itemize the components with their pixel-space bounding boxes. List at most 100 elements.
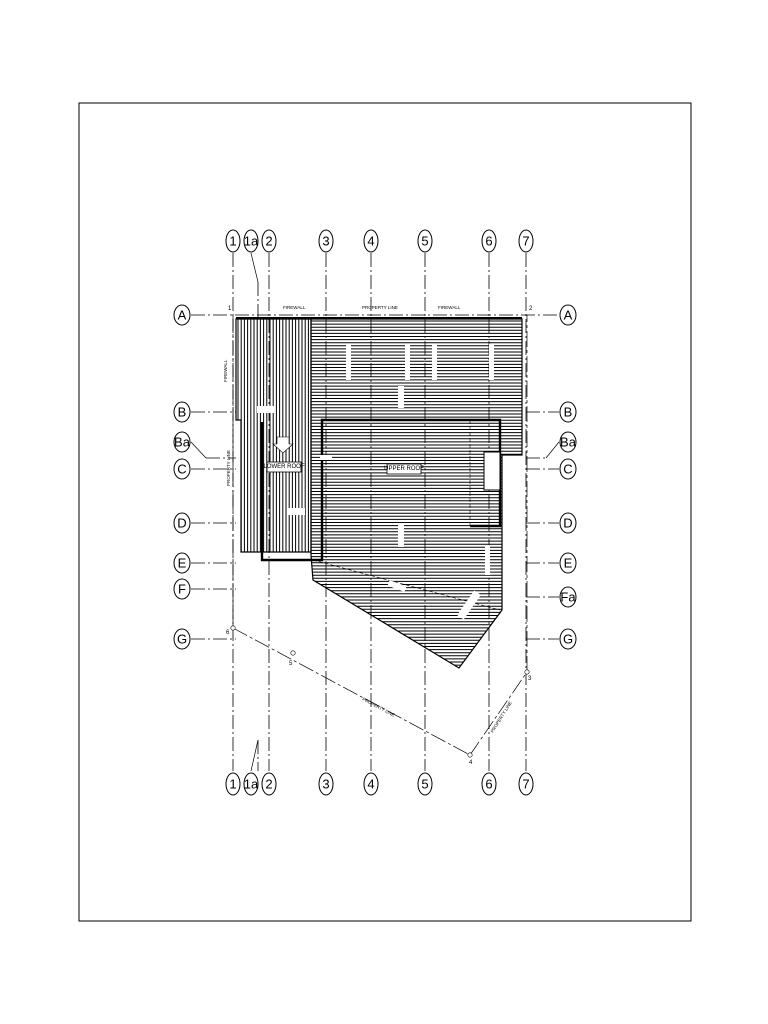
grid-bubble-row-e-right: E xyxy=(559,552,577,574)
slope-marker xyxy=(257,406,275,413)
svg-text:Ba: Ba xyxy=(560,435,577,450)
slope-marker xyxy=(387,580,407,592)
svg-text:A: A xyxy=(178,308,187,323)
svg-text:3: 3 xyxy=(322,777,329,792)
grid-bubble-row-b-left: B xyxy=(173,401,191,423)
property-line-vertical-label: PROPERTY LINE xyxy=(226,450,231,486)
slope-marker xyxy=(346,344,351,380)
building-outline xyxy=(235,317,523,669)
grid-bubble-row-c-right: C xyxy=(559,458,577,480)
grid-bubble-row-e-left: E xyxy=(173,552,191,574)
svg-text:D: D xyxy=(177,516,186,531)
grid-bubble-row-fa-right: Fa xyxy=(559,586,577,608)
grid-bubble-col-4-top: 4 xyxy=(363,229,379,253)
svg-text:Fa: Fa xyxy=(560,590,576,605)
slope-marker xyxy=(287,508,305,515)
svg-text:2: 2 xyxy=(265,777,272,792)
row-bubbles-left: A B Ba C D E F G xyxy=(173,304,191,650)
roof-opening xyxy=(483,451,501,491)
svg-text:C: C xyxy=(177,462,186,477)
property-line-right-label: PROPERTY LINE xyxy=(490,700,513,733)
svg-text:G: G xyxy=(563,632,573,647)
grid-bubble-row-ba-right: Ba xyxy=(559,431,577,453)
slope-marker xyxy=(489,344,494,380)
svg-text:B: B xyxy=(564,405,573,420)
grid-bubble-col-4-bottom: 4 xyxy=(363,772,379,796)
grid-bubble-col-1-top: 1 xyxy=(225,229,241,253)
svg-text:F: F xyxy=(178,582,186,597)
svg-text:6: 6 xyxy=(485,234,492,249)
property-corner-marker xyxy=(230,625,236,631)
sheet-border xyxy=(78,102,692,922)
grid-bubble-col-2-top: 2 xyxy=(261,229,277,253)
grid-leader-ba-left xyxy=(190,441,207,459)
grid-bubble-col-1-bottom: 1 xyxy=(225,772,241,796)
lower-roof-hatch xyxy=(237,319,309,552)
property-line-southwest xyxy=(232,627,471,756)
grid-leader-ba-right xyxy=(545,441,560,459)
grid-bubble-col-7-bottom: 7 xyxy=(518,772,534,796)
svg-text:4: 4 xyxy=(367,777,374,792)
property-corner-marker xyxy=(290,650,296,656)
svg-text:5: 5 xyxy=(421,234,428,249)
corner-number: 1 xyxy=(228,306,232,312)
grid-bubble-col-6-top: 6 xyxy=(481,229,497,253)
svg-text:4: 4 xyxy=(367,234,374,249)
svg-text:3: 3 xyxy=(322,234,329,249)
grid-bubble-col-2-bottom: 2 xyxy=(261,772,277,796)
slope-arrow-icon xyxy=(272,436,294,454)
upper-roof-tag: UPPER ROOF xyxy=(384,463,424,475)
firewall-label: FIREWALL xyxy=(438,305,461,310)
parapet-wall xyxy=(260,418,502,562)
svg-text:C: C xyxy=(563,462,572,477)
property-corner-marker xyxy=(467,752,473,758)
svg-text:1a: 1a xyxy=(244,234,259,249)
grid-bubble-col-7-top: 7 xyxy=(518,229,534,253)
slope-marker xyxy=(432,344,437,380)
svg-text:Ba: Ba xyxy=(174,435,191,450)
grid-bubble-col-3-top: 3 xyxy=(318,229,334,253)
property-lines xyxy=(230,315,530,758)
svg-text:E: E xyxy=(564,556,573,571)
grid-leader-1a-bottom xyxy=(250,739,259,772)
svg-text:D: D xyxy=(563,516,572,531)
grid-bubble-row-ba-left: Ba xyxy=(173,431,191,453)
firewall-vertical-label: FIREWALL xyxy=(223,359,228,382)
corner-number: 6 xyxy=(226,630,230,636)
grid-bubble-col-3-bottom: 3 xyxy=(318,772,334,796)
svg-text:1a: 1a xyxy=(244,777,259,792)
corner-number: 5 xyxy=(289,661,293,667)
grid-bubble-row-g-right: G xyxy=(559,628,577,650)
grid-bubble-row-g-left: G xyxy=(173,628,191,650)
grid-bubble-row-b-right: B xyxy=(559,401,577,423)
slope-marker xyxy=(398,386,404,408)
column-bubbles-top: 1 1a 2 3 4 5 6 7 xyxy=(225,229,534,253)
column-bubbles-bottom: 1 1a 2 3 4 5 6 7 xyxy=(225,772,534,796)
grid-lines xyxy=(190,252,560,772)
svg-text:A: A xyxy=(564,308,573,323)
grid-bubble-row-f-left: F xyxy=(173,578,191,600)
corner-number: 2 xyxy=(529,306,533,312)
slope-marker xyxy=(457,590,481,620)
firewall-label: FIREWALL xyxy=(283,305,306,310)
property-line-southeast xyxy=(469,671,528,756)
corner-number: 4 xyxy=(469,760,473,766)
upper-roof-hatch xyxy=(311,320,522,668)
grid-bubble-col-5-top: 5 xyxy=(417,229,433,253)
grid-leader-1a-top xyxy=(250,252,259,283)
property-corner-marker xyxy=(524,669,530,675)
grid-bubble-col-1a-bottom: 1a xyxy=(243,772,259,796)
property-line-diagonal-label: PROPERTY LINE xyxy=(362,696,396,717)
grid-bubble-row-d-right: D xyxy=(559,512,577,534)
grid-bubble-col-5-bottom: 5 xyxy=(417,772,433,796)
svg-text:2: 2 xyxy=(265,234,272,249)
svg-text:B: B xyxy=(178,405,187,420)
svg-text:7: 7 xyxy=(522,777,529,792)
grid-bubble-row-a-left: A xyxy=(173,304,191,326)
svg-text:7: 7 xyxy=(522,234,529,249)
slope-marker xyxy=(405,344,410,380)
upper-roof-label: UPPER ROOF xyxy=(384,466,424,472)
corner-number: 3 xyxy=(528,676,532,682)
lower-roof-label: LOWER ROOF xyxy=(263,464,304,470)
